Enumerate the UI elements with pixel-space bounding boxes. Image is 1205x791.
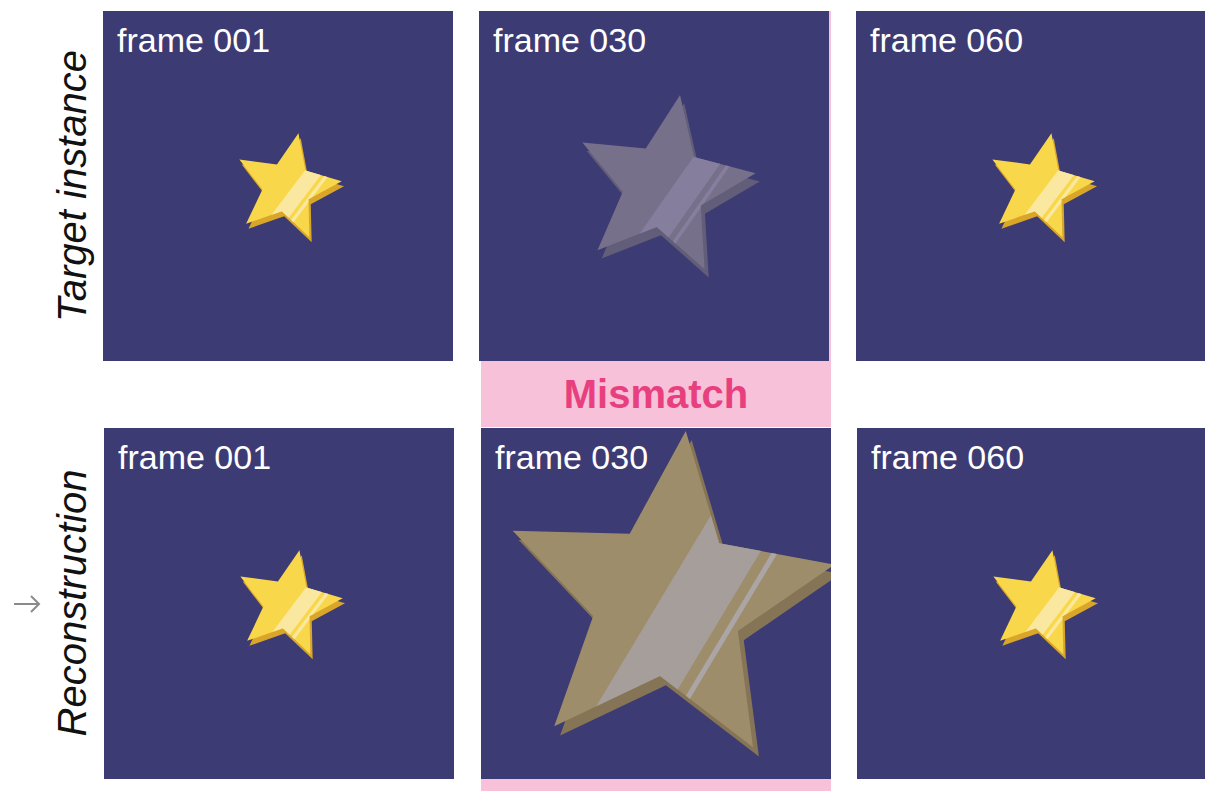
frame-label: frame 001 <box>118 437 271 478</box>
frame-label: frame 060 <box>870 20 1023 61</box>
input-arrow <box>14 596 39 612</box>
frame-panel: frame 001 <box>104 428 454 779</box>
frame-label: frame 030 <box>495 437 648 478</box>
panel-ground <box>857 428 1205 779</box>
mismatch-band: Mismatch <box>481 361 831 427</box>
star <box>968 100 1116 298</box>
frame-label: frame 030 <box>493 20 646 61</box>
frame-label: frame 060 <box>871 437 1024 478</box>
panel-ground <box>103 11 453 361</box>
frame-panel: frame 001 <box>103 11 453 361</box>
frame-panel: frame 030 <box>481 428 831 779</box>
star <box>481 428 831 779</box>
panel-ground <box>856 11 1205 361</box>
mismatch-bar <box>481 779 831 791</box>
row-label: Reconstruction <box>50 470 94 737</box>
star <box>216 517 364 715</box>
row-label: Target instance <box>50 50 94 322</box>
frame-panel: frame 060 <box>856 11 1205 361</box>
star <box>969 517 1117 715</box>
panel-ground <box>104 428 454 779</box>
mismatch-edge <box>829 11 831 361</box>
star <box>215 100 363 298</box>
frame-label: frame 001 <box>117 20 270 61</box>
mismatch-label: Mismatch <box>564 372 749 416</box>
frame-panel: frame 030 <box>479 11 829 361</box>
panel-ground <box>479 11 829 361</box>
frame-panel: frame 060 <box>857 428 1205 779</box>
star <box>548 42 786 370</box>
